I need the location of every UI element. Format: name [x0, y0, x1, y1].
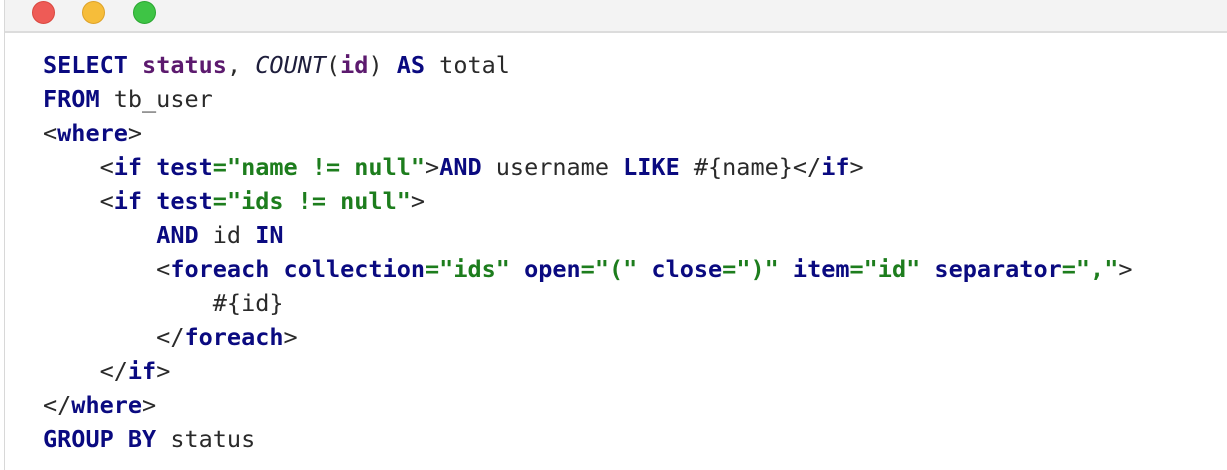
code-token-txt: status: [156, 425, 256, 453]
code-token-str: =")": [722, 255, 779, 283]
code-token-txt: ,: [226, 51, 256, 79]
code-line: </if>: [43, 354, 1133, 388]
code-line: AND id IN: [43, 218, 1133, 252]
code-token-txt: (: [325, 51, 341, 79]
code-token-txt: id: [198, 221, 256, 249]
code-token-txt: </: [43, 323, 185, 351]
code-line: <where>: [43, 116, 1133, 150]
code-line: FROM tb_user: [43, 82, 1133, 116]
code-token-txt: tb_user: [99, 85, 213, 113]
code-token-txt: [920, 255, 934, 283]
code-token-kw: AS: [396, 51, 426, 79]
code-token-txt: >: [127, 119, 143, 147]
code-token-tag: where: [71, 391, 143, 419]
code-token-txt: >: [156, 357, 171, 385]
code-token-txt: [142, 187, 156, 215]
code-token-txt: </: [43, 357, 128, 385]
code-line: <if test="name != null">AND username LIK…: [43, 150, 1133, 184]
code-token-tag: if: [113, 187, 143, 215]
code-token-tag: if: [113, 153, 143, 181]
code-token-txt: </: [43, 391, 72, 419]
code-token-txt: <: [43, 119, 58, 147]
code-token-txt: >: [425, 153, 440, 181]
code-token-attr: collection: [283, 255, 426, 283]
code-token-txt: [128, 51, 142, 79]
code-token-txt: total: [425, 51, 510, 79]
code-line: #{id}: [43, 286, 1133, 320]
code-token-fld: id: [340, 51, 369, 79]
code-token-kw: LIKE: [623, 153, 680, 181]
code-token-tag: foreach: [184, 323, 284, 351]
code-token-txt: username: [481, 153, 624, 181]
code-token-txt: >: [849, 153, 864, 181]
code-token-txt: >: [1118, 255, 1133, 283]
code-token-txt: >: [410, 187, 426, 215]
code-token-attr: test: [156, 153, 213, 181]
code-token-str: ="name != null": [212, 153, 426, 181]
code-token-attr: test: [156, 187, 213, 215]
code-token-fld: status: [142, 51, 227, 79]
code-token-str: ="(": [580, 255, 638, 283]
code-token-txt: #{id}: [43, 289, 284, 317]
code-line: <if test="ids != null">: [43, 184, 1133, 218]
code-token-kw: AND: [156, 221, 199, 249]
code-token-attr: close: [651, 255, 723, 283]
code-token-str: =",": [1061, 255, 1119, 283]
code-token-kw: AND: [439, 153, 482, 181]
code-token-kw: FROM: [43, 85, 100, 113]
code-token-txt: >: [142, 391, 157, 419]
code-token-kw: GROUP BY: [43, 425, 157, 453]
minimize-button[interactable]: [82, 1, 105, 24]
code-token-txt: [269, 255, 283, 283]
code-token-txt: >: [283, 323, 298, 351]
code-token-txt: <: [43, 187, 114, 215]
code-line: GROUP BY status: [43, 422, 1133, 456]
code-line: </foreach>: [43, 320, 1133, 354]
code-token-txt: ): [368, 51, 397, 79]
code-token-tag: if: [821, 153, 850, 181]
title-bar: [5, 0, 1227, 33]
code-token-txt: [510, 255, 524, 283]
close-button[interactable]: [32, 1, 55, 24]
code-token-tag: foreach: [170, 255, 270, 283]
code-token-kw: SELECT: [43, 51, 128, 79]
code-token-attr: open: [524, 255, 581, 283]
code-token-txt: <: [43, 153, 114, 181]
code-line: SELECT status, COUNT(id) AS total: [43, 48, 1133, 82]
code-line: </where>: [43, 388, 1133, 422]
code-token-attr: separator: [934, 255, 1062, 283]
maximize-button[interactable]: [133, 1, 156, 24]
code-token-tag: where: [57, 119, 128, 147]
code-token-txt: [142, 153, 156, 181]
code-token-kw: IN: [255, 221, 284, 249]
code-token-txt: [637, 255, 651, 283]
code-token-txt: <: [43, 255, 171, 283]
code-line: <foreach collection="ids" open="(" close…: [43, 252, 1133, 286]
code-token-txt: [43, 221, 156, 249]
code-token-str: ="ids": [425, 255, 510, 283]
code-token-tag: if: [127, 357, 157, 385]
code-token-str: ="ids != null": [212, 187, 411, 215]
code-token-attr: item: [792, 255, 850, 283]
code-token-txt: #{name}</: [679, 153, 822, 181]
code-token-fn: COUNT: [255, 51, 326, 79]
code-token-txt: [779, 255, 793, 283]
code-token-str: ="id": [849, 255, 921, 283]
